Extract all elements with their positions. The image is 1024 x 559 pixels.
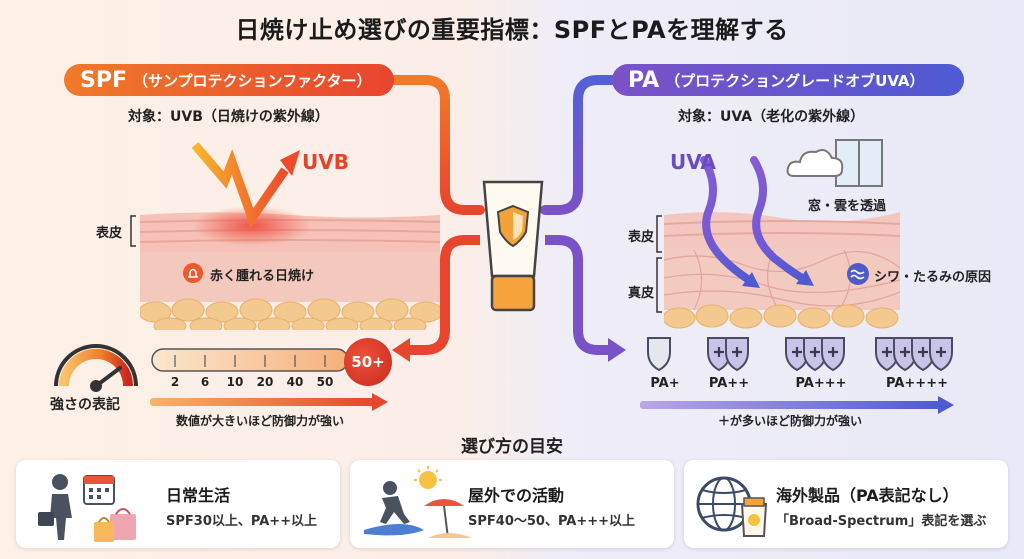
wrinkle-icon: [847, 263, 869, 285]
spf-max-badge: 50+: [344, 338, 392, 386]
uvb-ray-label: UVB: [302, 150, 349, 174]
pa-dermis-bracket: [656, 257, 662, 313]
card-desc: SPF40〜50、PA+++以上: [468, 514, 636, 529]
gauge-icon: [54, 344, 138, 392]
window-cloud-icon: [786, 139, 883, 187]
guide-card-overseas: 海外製品（PA表記なし） 「Broad-Spectrum」表記を選ぶ: [684, 460, 1008, 548]
pa-shield-plus: [732, 347, 742, 357]
card-title: 屋外での活動: [468, 486, 565, 505]
pa-header-pill: PA （プロテクショングレードオブUVA）: [612, 64, 964, 96]
sunburn-label: 赤く腫れる日焼け: [210, 269, 315, 284]
pa-arrow-caption: ＋が多いほど防御力が強い: [718, 414, 863, 428]
scale-tick: 20: [256, 375, 274, 389]
spf-header-pill: SPF （サンプロテクションファクター）: [64, 64, 394, 96]
pa-grade-label: PA+++: [795, 376, 847, 391]
card-title: 海外製品（PA表記なし）: [776, 486, 959, 505]
guide-card-daily: 日常生活 SPF30以上、PA++以上: [16, 460, 340, 548]
scale-tick: 10: [226, 375, 244, 389]
pa-epidermis-label: 表皮: [628, 230, 655, 245]
pa-shield-plus: [900, 347, 910, 357]
scale-tick: 40: [286, 375, 304, 389]
spf-skin-illustration: [140, 142, 440, 330]
spf-scale-bar: [151, 348, 349, 372]
guide-card-outdoor: 屋外での活動 SPF40〜50、PA+++以上: [350, 460, 674, 548]
pa-target: 対象：UVA（老化の紫外線）: [678, 109, 865, 125]
uva-ray-label: UVA: [670, 150, 716, 174]
scale-tick: 2: [170, 375, 180, 389]
pa-epidermis-bracket: [656, 215, 662, 253]
spf-epidermis-bracket: [130, 215, 136, 247]
pa-shield-plus: [714, 347, 724, 357]
window-cloud-label: 窓・雲を透過: [808, 199, 887, 214]
page-title: 日焼け止め選びの重要指標：SPFとPAを理解する: [235, 16, 789, 44]
gauge-label: 強さの表記: [50, 397, 120, 413]
pa-pill-main: PA: [628, 67, 660, 93]
card-desc: SPF30以上、PA++以上: [166, 514, 318, 529]
commuter-icon: [38, 474, 136, 542]
spf-epidermis-label: 表皮: [96, 226, 123, 241]
surfer-beach-icon: [364, 466, 472, 539]
spf-arrow-caption: 数値が大きいほど防御力が強い: [176, 414, 345, 428]
spf-scale-ticks: 2 6 10 20 40 50: [160, 375, 340, 389]
burn-alert-icon: [183, 263, 203, 283]
pa-shield-icon: [647, 337, 671, 372]
guide-title: 選び方の目安: [461, 437, 563, 457]
wrinkle-label: シワ・たるみの原因: [874, 270, 992, 285]
pa-shield-plus: [936, 347, 946, 357]
spf-target: 対象：UVB（日焼けの紫外線）: [128, 109, 329, 125]
pa-skin-illustration: [664, 156, 900, 329]
pa-pill-sub: （プロテクショングレードオブUVA）: [665, 71, 925, 90]
globe-sunscreen-icon: [696, 476, 768, 537]
scale-tick: 50: [316, 375, 334, 389]
pa-shield-plus: [792, 347, 802, 357]
pa-shield-plus: [828, 347, 838, 357]
spf-pill-main: SPF: [80, 67, 127, 93]
scale-tick: 6: [200, 375, 210, 389]
pa-shield-plus: [918, 347, 928, 357]
pa-dermis-label: 真皮: [628, 286, 655, 301]
pa-shield-plus: [810, 347, 820, 357]
card-title: 日常生活: [166, 486, 231, 505]
card-desc: 「Broad-Spectrum」表記を選ぶ: [776, 514, 987, 529]
sunscreen-bottle-icon: [482, 180, 544, 312]
pa-grade-shields: [647, 337, 953, 372]
pa-shield-plus: [882, 347, 892, 357]
pa-grade-label: PA++: [708, 376, 750, 391]
pa-grade-label: PA+: [650, 376, 680, 391]
pa-grade-label: PA++++: [886, 376, 948, 391]
spf-pill-sub: （サンプロテクションファクター）: [133, 71, 372, 90]
